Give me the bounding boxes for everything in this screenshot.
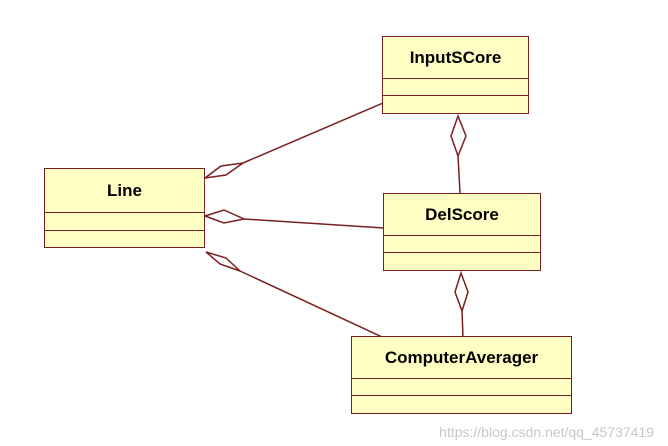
aggregation-diamond-inputscore-delscore: [450, 113, 467, 159]
attributes-section-line: [45, 213, 204, 231]
class-box-inputscore[interactable]: InputSCore: [382, 36, 529, 114]
class-box-computeraverager[interactable]: ComputerAverager: [351, 336, 572, 414]
operations-section-delscore: [384, 253, 540, 269]
connector-line-computeraverager: [239, 270, 383, 338]
operations-section-inputscore: [383, 96, 528, 112]
attributes-section-inputscore: [383, 79, 528, 96]
connector-line-inputscore-delscore: [457, 155, 461, 194]
connector-line-delscore: [243, 218, 384, 229]
class-name-line: Line: [45, 169, 204, 213]
attributes-section-computeraverager: [352, 379, 571, 396]
class-name-delscore: DelScore: [384, 194, 540, 236]
aggregation-diamond-line-inputscore: [204, 162, 244, 179]
connector-line-delscore-computeraverager: [461, 310, 464, 338]
aggregation-diamond-line-delscore: [202, 209, 247, 224]
class-name-inputscore: InputSCore: [383, 37, 528, 79]
operations-section-computeraverager: [352, 396, 571, 412]
operations-section-line: [45, 231, 204, 246]
connector-line-inputscore: [242, 102, 384, 164]
watermark-text: https://blog.csdn.net/qq_45737419: [439, 424, 654, 440]
aggregation-diamond-delscore-computeraverager: [454, 270, 469, 314]
class-box-delscore[interactable]: DelScore: [383, 193, 541, 271]
class-name-computeraverager: ComputerAverager: [352, 337, 571, 379]
class-box-line[interactable]: Line: [44, 168, 205, 248]
aggregation-diamond-line-computeraverager: [205, 251, 241, 272]
attributes-section-delscore: [384, 236, 540, 253]
